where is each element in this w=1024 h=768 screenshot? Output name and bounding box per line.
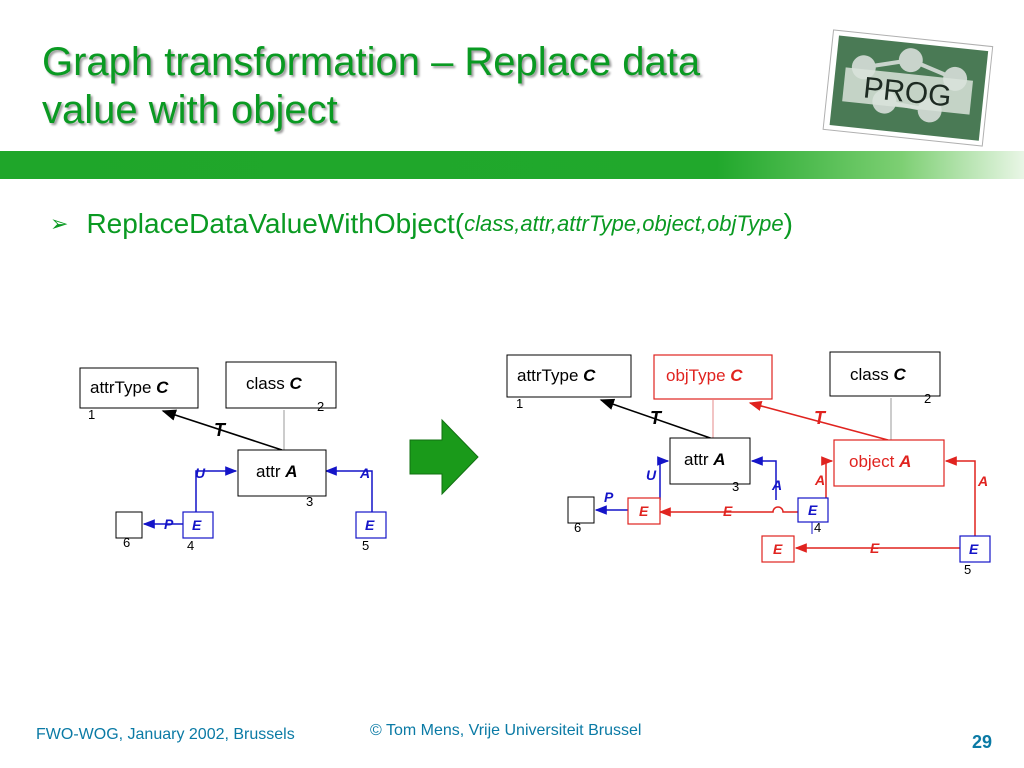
- svg-text:attr A: attr A: [684, 450, 726, 469]
- svg-text:object A: object A: [849, 452, 911, 471]
- left-graph: T U A P attrType C 1 class C 2 attr A 3 …: [79, 361, 387, 553]
- left-edge-u: [195, 466, 238, 530]
- right-edge-u-label: U: [646, 467, 657, 483]
- title-divider-bar: [0, 151, 1024, 179]
- operation-name: ReplaceDataValueWithObject(: [86, 208, 465, 239]
- operation-close-paren: ): [783, 208, 793, 239]
- svg-text:attr A: attr A: [256, 462, 298, 481]
- title-line-2: value with object: [42, 88, 338, 132]
- page-number: 29: [972, 732, 993, 752]
- right-node-class: class C 2: [829, 351, 941, 406]
- right-edge-e1-label: E: [723, 503, 733, 519]
- svg-text:1: 1: [516, 396, 523, 411]
- transformation-arrow-icon: [409, 418, 479, 496]
- svg-text:objType C: objType C: [666, 366, 743, 385]
- svg-text:E: E: [773, 541, 783, 557]
- right-edge-t2-label: T: [814, 408, 827, 428]
- right-edge-e2-label: E: [870, 540, 880, 556]
- svg-text:E: E: [808, 502, 818, 518]
- svg-text:4: 4: [187, 538, 194, 553]
- svg-text:3: 3: [732, 479, 739, 494]
- right-edge-object-objtype: [748, 401, 889, 441]
- right-edge-attr-type: [599, 398, 717, 441]
- svg-text:1: 1: [88, 407, 95, 422]
- left-edge-a: [324, 466, 373, 512]
- svg-text:3: 3: [306, 494, 313, 509]
- right-edge-e1: [658, 506, 798, 517]
- right-edge-a-blue-label: A: [771, 477, 782, 493]
- right-node-e5: E 5: [959, 535, 991, 577]
- title-line-1: Graph transformation – Replace data: [42, 40, 701, 84]
- svg-text:E: E: [192, 517, 202, 533]
- left-edge-t-label: T: [214, 420, 227, 440]
- svg-text:5: 5: [964, 562, 971, 577]
- footer-left-text: FWO-WOG, January 2002, Brussels: [36, 726, 295, 743]
- right-edge-a-red2: [944, 456, 976, 536]
- left-node-class: class C 2: [225, 361, 337, 414]
- right-node-new-e2: E: [761, 535, 795, 563]
- svg-text:2: 2: [317, 399, 324, 414]
- right-edge-a-red1: [821, 456, 834, 500]
- svg-text:E: E: [969, 541, 979, 557]
- right-edge-t1-label: T: [650, 408, 663, 428]
- right-node-objtype: objType C: [653, 354, 773, 400]
- right-edge-a-blue: [750, 456, 777, 500]
- right-edge-u: [657, 456, 670, 500]
- right-node-e4: E 4: [797, 497, 829, 535]
- svg-text:4: 4: [814, 520, 821, 535]
- svg-text:class C: class C: [246, 374, 302, 393]
- right-node-new-e1: E: [627, 497, 661, 525]
- svg-text:5: 5: [362, 538, 369, 553]
- right-edge-p-label: P: [604, 489, 614, 505]
- left-node-attr: attr A 3: [237, 449, 327, 509]
- left-node-e5: E 5: [355, 511, 387, 553]
- slide-title: Graph transformation – Replace data valu…: [42, 38, 802, 134]
- bullet-item: ➢ ReplaceDataValueWithObject( class,attr…: [50, 204, 793, 244]
- prog-logo: PROG: [822, 29, 994, 147]
- right-node-object: object A: [833, 439, 945, 487]
- right-graph: T T U A A A P E E attrType C 1 objType C: [506, 351, 991, 577]
- svg-text:6: 6: [574, 520, 581, 535]
- left-node-6: 6: [115, 511, 143, 550]
- right-node-attr: attr A 3: [669, 437, 751, 494]
- left-node-e4: E 4: [182, 511, 214, 553]
- right-node-attrtype: attrType C 1: [506, 354, 632, 411]
- left-edge-u-label: U: [195, 465, 206, 481]
- svg-text:attrType C: attrType C: [517, 366, 596, 385]
- svg-text:attrType C: attrType C: [90, 378, 169, 397]
- left-edge-a-label: A: [359, 465, 370, 481]
- operation-params: class,attr,attrType,object,objType: [464, 211, 784, 236]
- bullet-arrow-icon: ➢: [50, 211, 69, 236]
- left-node-attrtype: attrType C 1: [79, 367, 199, 422]
- footer-copyright: © Tom Mens, Vrije Universiteit Brussel: [370, 722, 642, 739]
- svg-text:E: E: [639, 503, 649, 519]
- svg-text:2: 2: [924, 391, 931, 406]
- left-edge-attr-type: [161, 409, 283, 451]
- svg-text:E: E: [365, 517, 375, 533]
- right-edge-a-red2-label: A: [977, 473, 988, 489]
- svg-text:6: 6: [123, 535, 130, 550]
- svg-text:class C: class C: [850, 365, 906, 384]
- left-edge-p-label: P: [164, 516, 174, 532]
- right-edge-a-red1-label: A: [814, 472, 825, 488]
- right-node-6: 6: [567, 496, 595, 535]
